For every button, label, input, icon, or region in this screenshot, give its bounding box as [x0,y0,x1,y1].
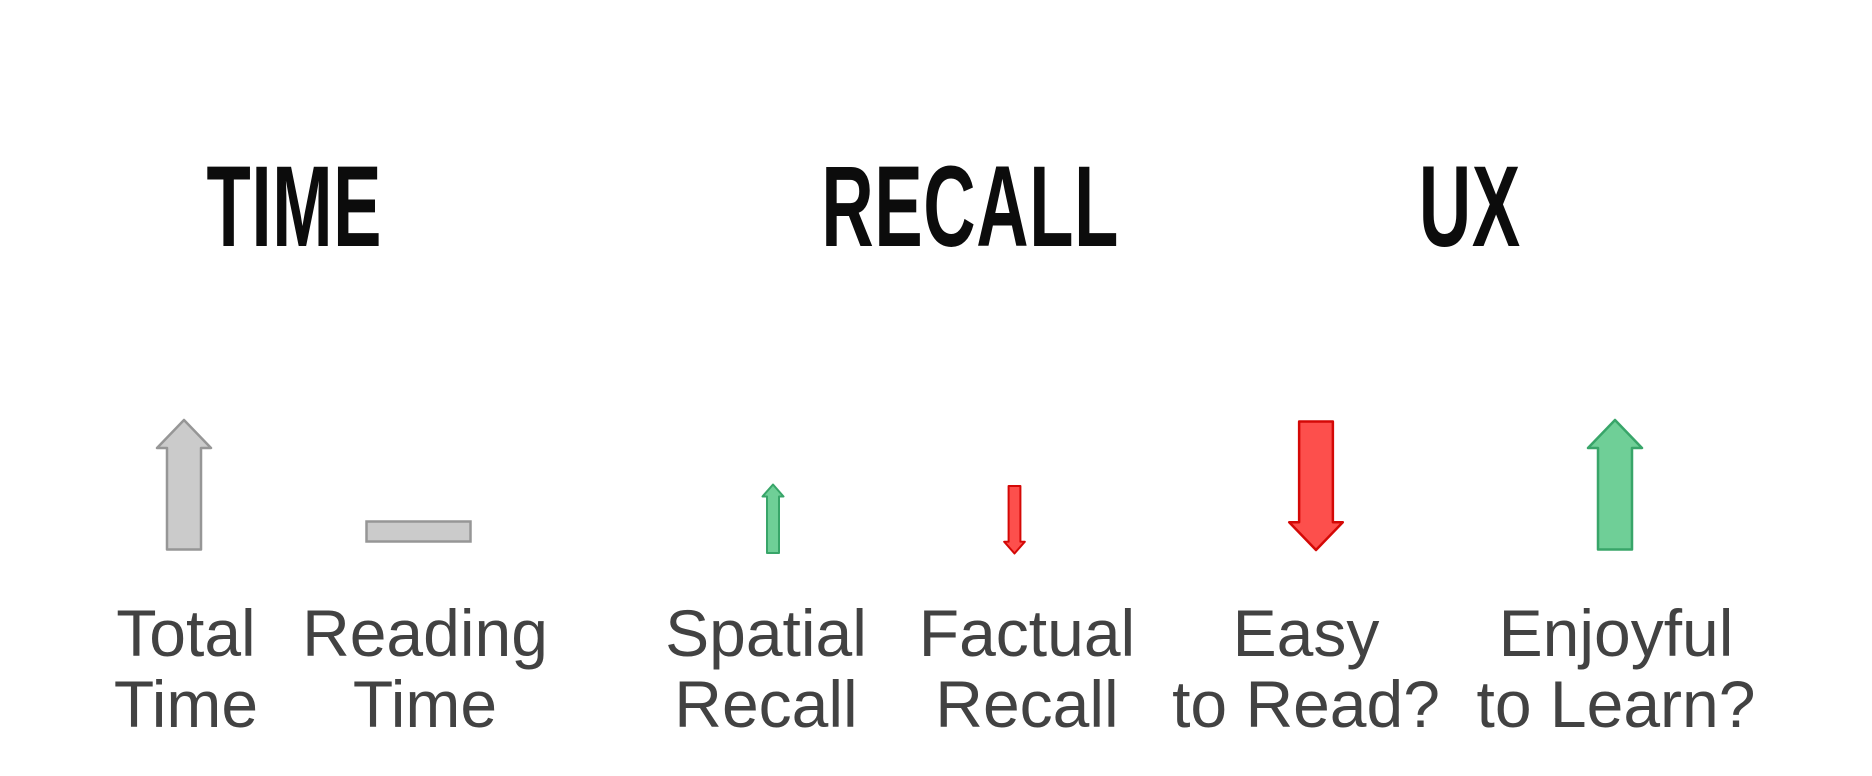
metric-label-spatial-recall: Spatial Recall [665,596,867,741]
enjoyful-to-learn-up-arrow-icon [1586,418,1644,551]
reading-time-flat-bar-icon [365,520,472,543]
metric-label-enjoyful-to-learn: Enjoyful to Learn? [1476,596,1756,741]
section-title-ux-text: UX [1419,143,1521,271]
metric-label-factual-recall: Factual Recall [918,596,1136,741]
metric-label-reading-time: Reading Time [302,596,548,741]
metric-label-total-time: Total Time [113,596,259,741]
section-title-ux: UX [1270,150,1670,265]
section-title-time-text: TIME [206,143,382,271]
easy-to-read-down-arrow-icon [1287,420,1345,552]
section-title-recall-text: RECALL [821,143,1119,271]
spatial-recall-up-arrow-icon [761,483,785,554]
total-time-up-arrow-icon [155,418,213,551]
metric-label-easy-to-read: Easy to Read? [1172,596,1440,741]
section-title-time: TIME [94,150,494,265]
section-title-recall: RECALL [734,150,1134,265]
factual-recall-down-arrow-icon [1003,484,1026,555]
